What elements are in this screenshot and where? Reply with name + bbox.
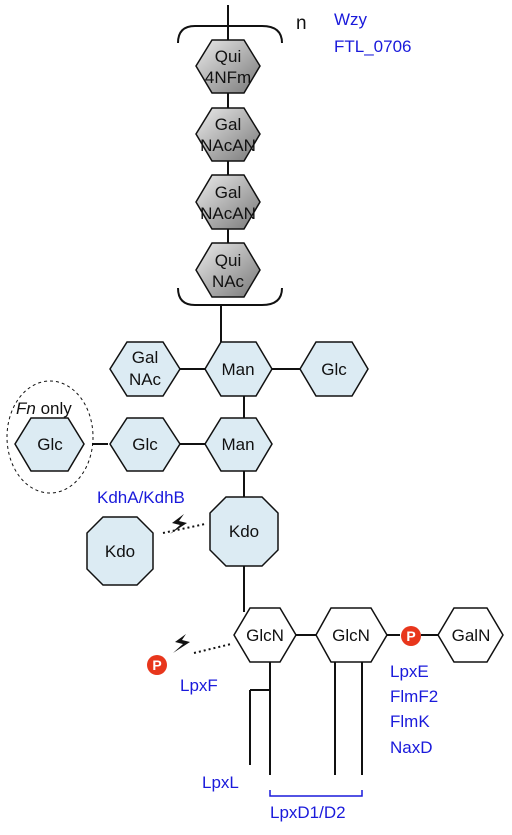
fn-only-outline [6,380,94,494]
bond-lines [92,5,438,775]
core-glc-outer: Glc [14,417,85,472]
oantigen-unit-1: Qui 4NFm [195,39,261,94]
phosphate-left: P [147,655,167,675]
oantigen-unit-3-line2: NAcAN [200,204,256,223]
enzyme-lpxf: LpxF [180,676,218,695]
enzyme-lpxd: LpxD1/D2 [270,803,346,822]
phosphate-right-label: P [406,628,415,644]
kdo-main: Kdo [209,496,279,567]
core-man-upper: Man [204,341,273,397]
phosphate-left-label: P [152,657,161,673]
enzyme-flmf2: FlmF2 [390,687,438,706]
enzyme-lpxe: LpxE [390,662,429,681]
enzyme-naxd: NaxD [390,738,433,757]
core-man-lower-label: Man [221,435,254,454]
oantigen-unit-1-line1: Qui [215,47,241,66]
lipid-glcn-2-label: GlcN [332,626,370,645]
oantigen-unit-4-line1: Qui [215,251,241,270]
oantigen-unit-3-line1: Gal [215,183,241,202]
lipid-glcn-1-label: GlcN [246,626,284,645]
enzyme-flmk: FlmK [390,712,430,731]
core-glc-outer-label: Glc [37,435,63,454]
core-galnac: Gal NAc [109,341,181,397]
oantigen-unit-4-line2: NAc [212,272,245,291]
enzyme-lpxl: LpxL [202,773,239,792]
core-glc-right: Glc [299,341,369,397]
lightning-bolt-icon [170,514,187,534]
oantigen-unit-2-line1: Gal [215,115,241,134]
enzyme-wzy: Wzy [334,10,368,29]
phosphate-right: P [401,626,421,646]
kdo-cleavage-dots [162,523,206,534]
core-man-lower: Man [204,417,273,472]
fn-only-label: Fn only [16,399,72,418]
oantigen-unit-2-line2: NAcAN [200,136,256,155]
core-man-upper-label: Man [221,360,254,379]
kdo-released: Kdo [86,516,154,586]
lpxf-cleavage-dots [193,643,232,654]
lipid-galn-label: GalN [452,626,491,645]
lipid-glcn-1: GlcN [233,607,297,663]
oantigen-unit-4: Qui NAc [195,242,261,298]
repeat-count-label: n [296,13,307,34]
kdo-main-label: Kdo [229,522,259,541]
lpxd-bracket [269,790,363,797]
core-glc-left: Glc [109,417,181,472]
core-glc-right-label: Glc [321,360,347,379]
enzyme-ftl0706: FTL_0706 [334,37,412,56]
oantigen-unit-2: Gal NAcAN [195,107,261,162]
enzyme-kdha-kdhb: KdhA/KdhB [97,488,185,507]
lipid-galn: GalN [437,607,504,663]
kdo-released-label: Kdo [105,542,135,561]
core-galnac-line1: Gal [132,348,158,367]
oantigen-unit-3: Gal NAcAN [195,174,261,230]
core-glc-left-label: Glc [132,435,158,454]
repeat-bracket [177,25,283,306]
lipid-glcn-2: GlcN [315,607,388,663]
core-galnac-line2: NAc [129,370,162,389]
oantigen-unit-1-line2: 4NFm [205,68,251,87]
lightning-bolt-icon [173,634,190,653]
